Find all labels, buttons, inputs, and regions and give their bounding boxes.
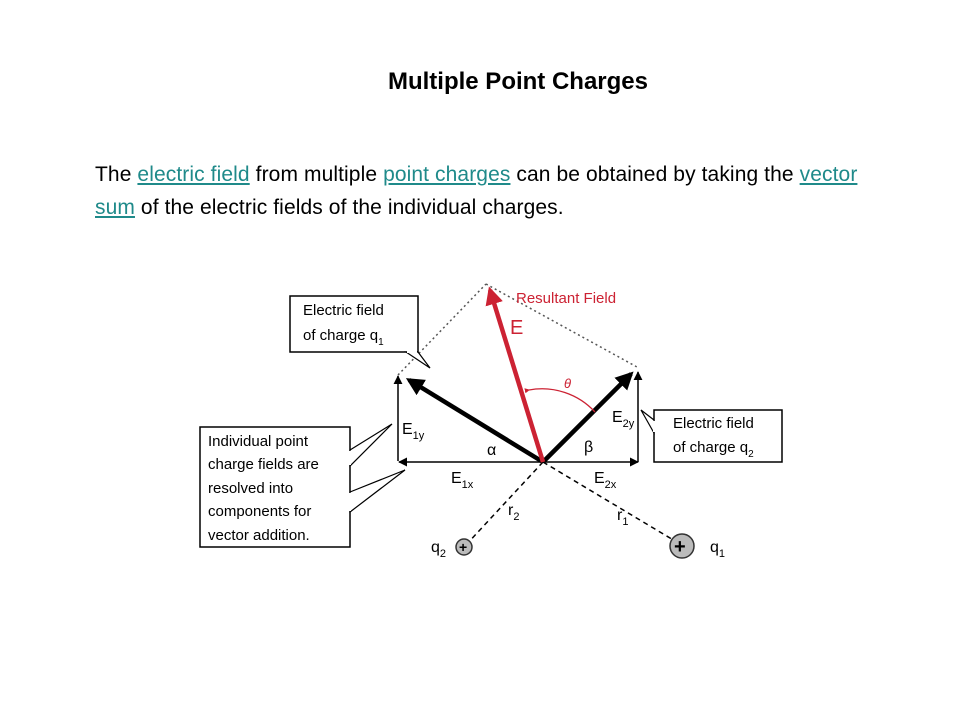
resultant-vector bbox=[485, 286, 546, 463]
r2-label: r2 bbox=[508, 502, 519, 523]
intro-text-2: from multiple bbox=[249, 163, 384, 186]
electric-field-link[interactable]: electric field bbox=[137, 163, 250, 186]
intro-text-4: of the electric fields of the individual… bbox=[134, 196, 564, 219]
e1-vector bbox=[405, 378, 545, 464]
e1x-label: E1x bbox=[451, 470, 474, 491]
r1-label: r1 bbox=[617, 507, 628, 528]
q2-plus-sign: + bbox=[459, 539, 467, 555]
callout-q2-line2: of charge q2 bbox=[673, 439, 754, 460]
e2x-label: E2x bbox=[594, 470, 617, 491]
e1y-label: E1y bbox=[402, 421, 425, 442]
callout-components-line2: charge fields are bbox=[208, 456, 319, 473]
r2-line bbox=[464, 461, 544, 547]
q2-label: q2 bbox=[431, 539, 446, 560]
charge-q1: + bbox=[669, 533, 695, 559]
e2y-label: E2y bbox=[612, 409, 635, 430]
callout-components-line3: resolved into bbox=[208, 480, 293, 497]
callout-components-line4: components for bbox=[208, 503, 311, 520]
intro-text-3: can be obtained by taking the bbox=[510, 163, 800, 186]
vector-sum-link[interactable]: vector sum bbox=[95, 163, 858, 219]
intro-paragraph: The electric field from multiple point c… bbox=[95, 158, 895, 224]
theta-label: θ bbox=[564, 376, 571, 391]
resultant-field-label: Resultant Field bbox=[516, 290, 616, 307]
callout-charge-q2: Electric field of charge q2 bbox=[640, 409, 783, 463]
callout-components: Individual point charge fields are resol… bbox=[199, 423, 406, 548]
resultant-e-symbol: E bbox=[510, 317, 523, 339]
dotted-line-right bbox=[485, 283, 638, 368]
callout-components-line1: Individual point bbox=[208, 433, 309, 450]
e2-vector bbox=[541, 371, 634, 464]
point-charges-link[interactable]: point charges bbox=[383, 163, 511, 186]
callout-q1-line2: of charge q1 bbox=[303, 327, 384, 348]
beta-label: β bbox=[584, 439, 593, 456]
theta-arc bbox=[524, 388, 596, 413]
callout-q1-line1: Electric field bbox=[303, 302, 384, 319]
charge-q2: + bbox=[455, 538, 473, 556]
callout-components-line5: vector addition. bbox=[208, 527, 310, 544]
page-title: Multiple Point Charges bbox=[387, 68, 648, 95]
callout-q2-line1: Electric field bbox=[673, 415, 754, 432]
intro-text-1: The bbox=[95, 163, 138, 186]
alpha-label: α bbox=[487, 442, 496, 459]
callout-charge-q1: Electric field of charge q1 bbox=[289, 295, 431, 369]
r1-line bbox=[542, 461, 681, 545]
q1-plus-sign: + bbox=[674, 536, 686, 558]
dotted-line-left bbox=[397, 283, 487, 376]
q1-label: q1 bbox=[710, 539, 725, 560]
